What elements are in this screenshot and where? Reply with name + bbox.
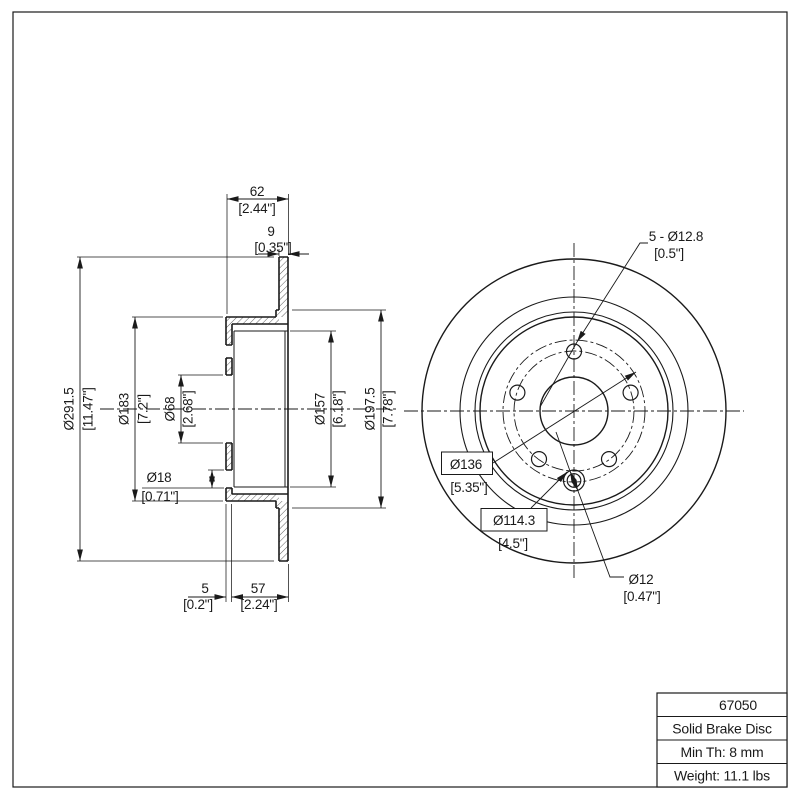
ref-circle-label-inch: [5.35"]: [450, 480, 487, 495]
outer-diameter-mm: Ø291.5: [62, 387, 77, 430]
leader-bolt-circle: [530, 471, 568, 509]
extension-lines: [77, 194, 386, 602]
hat-face-thickness-inch: [0.2"]: [183, 597, 213, 612]
center-bore-circle: [539, 376, 609, 446]
overall-width-inch: [2.44"]: [238, 201, 275, 216]
mount-hole-inch: [0.71"]: [141, 489, 178, 504]
disc-thickness-mm: 9: [267, 224, 274, 239]
disc-thickness-inch: [0.35"]: [254, 240, 291, 255]
title-block: 67050 Solid Brake Disc Min Th: 8 mm Weig…: [656, 692, 788, 788]
min-thickness: Min Th: 8 mm: [681, 744, 764, 760]
section-inner-edges: [233, 330, 288, 488]
front-centerlines: [404, 243, 744, 578]
hat-inner-diameter-mm: Ø157: [313, 393, 328, 425]
leader-ref-circle: [492, 371, 637, 464]
front-view: 5 - Ø12.8 [0.5"] Ø136 [5.35"] Ø114.3 [4.…: [404, 229, 744, 604]
outer-diameter-circle: [421, 258, 727, 564]
section-outline: [225, 256, 289, 562]
section-hatching: [226, 257, 288, 561]
pin-hole-label-inch: [0.47"]: [623, 589, 660, 604]
center-bore-inch: [2.68"]: [181, 390, 196, 427]
bolt-holes: [509, 343, 639, 468]
part-number: 67050: [719, 697, 757, 713]
hat-outer-diameter-inch: [7.2"]: [136, 394, 151, 424]
overall-width-mm: 62: [250, 184, 265, 199]
sheet-border: [12, 11, 788, 788]
leader-pin-hole-tail: [555, 431, 571, 472]
hat-outer-circle: [479, 316, 669, 506]
pin-hole-diameter-arrows: [569, 470, 579, 492]
bolt-circle-label-inch: [4.5"]: [498, 536, 528, 551]
title-block-dividers: [657, 716, 787, 764]
bolt-circle-label-mm: Ø114.3: [493, 513, 535, 528]
mount-hole-mm: Ø18: [147, 470, 172, 485]
leader-pin-hole: [577, 490, 624, 578]
ref-circle-label-mm: Ø136: [450, 457, 482, 472]
weight: Weight: 11.1 lbs: [674, 768, 770, 784]
ref-circle-label-box: [441, 451, 493, 475]
friction-inner-circle: [474, 311, 674, 511]
product-type: Solid Brake Disc: [672, 721, 772, 737]
bolt-holes-label-inch: [0.5"]: [654, 246, 684, 261]
hat-inner-diameter-inch: [6.18"]: [331, 390, 346, 427]
leader-lines: [492, 242, 648, 578]
friction-inner-diameter-inch: [7.78"]: [381, 390, 396, 427]
hat-depth-mm: 57: [251, 581, 266, 596]
center-bore-mm: Ø68: [163, 397, 178, 422]
bolt-holes-label-mm: 5 - Ø12.8: [649, 229, 703, 244]
leader-bolt-holes: [576, 242, 648, 343]
section-view: 62 [2.44"] 9 [0.35"] Ø291.5 [11.47"] Ø18…: [62, 184, 397, 612]
hat-outer-diameter-mm: Ø183: [117, 393, 132, 425]
section-dimensions: 62 [2.44"] 9 [0.35"] Ø291.5 [11.47"] Ø18…: [62, 184, 396, 612]
friction-inner-diameter-mm: Ø197.5: [363, 387, 378, 430]
bolt-circle-label-box: [480, 508, 548, 532]
leader-bolt-holes-tail: [539, 341, 578, 408]
hat-face-thickness-mm: 5: [201, 581, 208, 596]
pin-hole-label-mm: Ø12: [629, 572, 654, 587]
friction-band-circle: [459, 296, 689, 526]
hat-depth-inch: [2.24"]: [240, 597, 277, 612]
outer-diameter-inch: [11.47"]: [81, 387, 96, 430]
